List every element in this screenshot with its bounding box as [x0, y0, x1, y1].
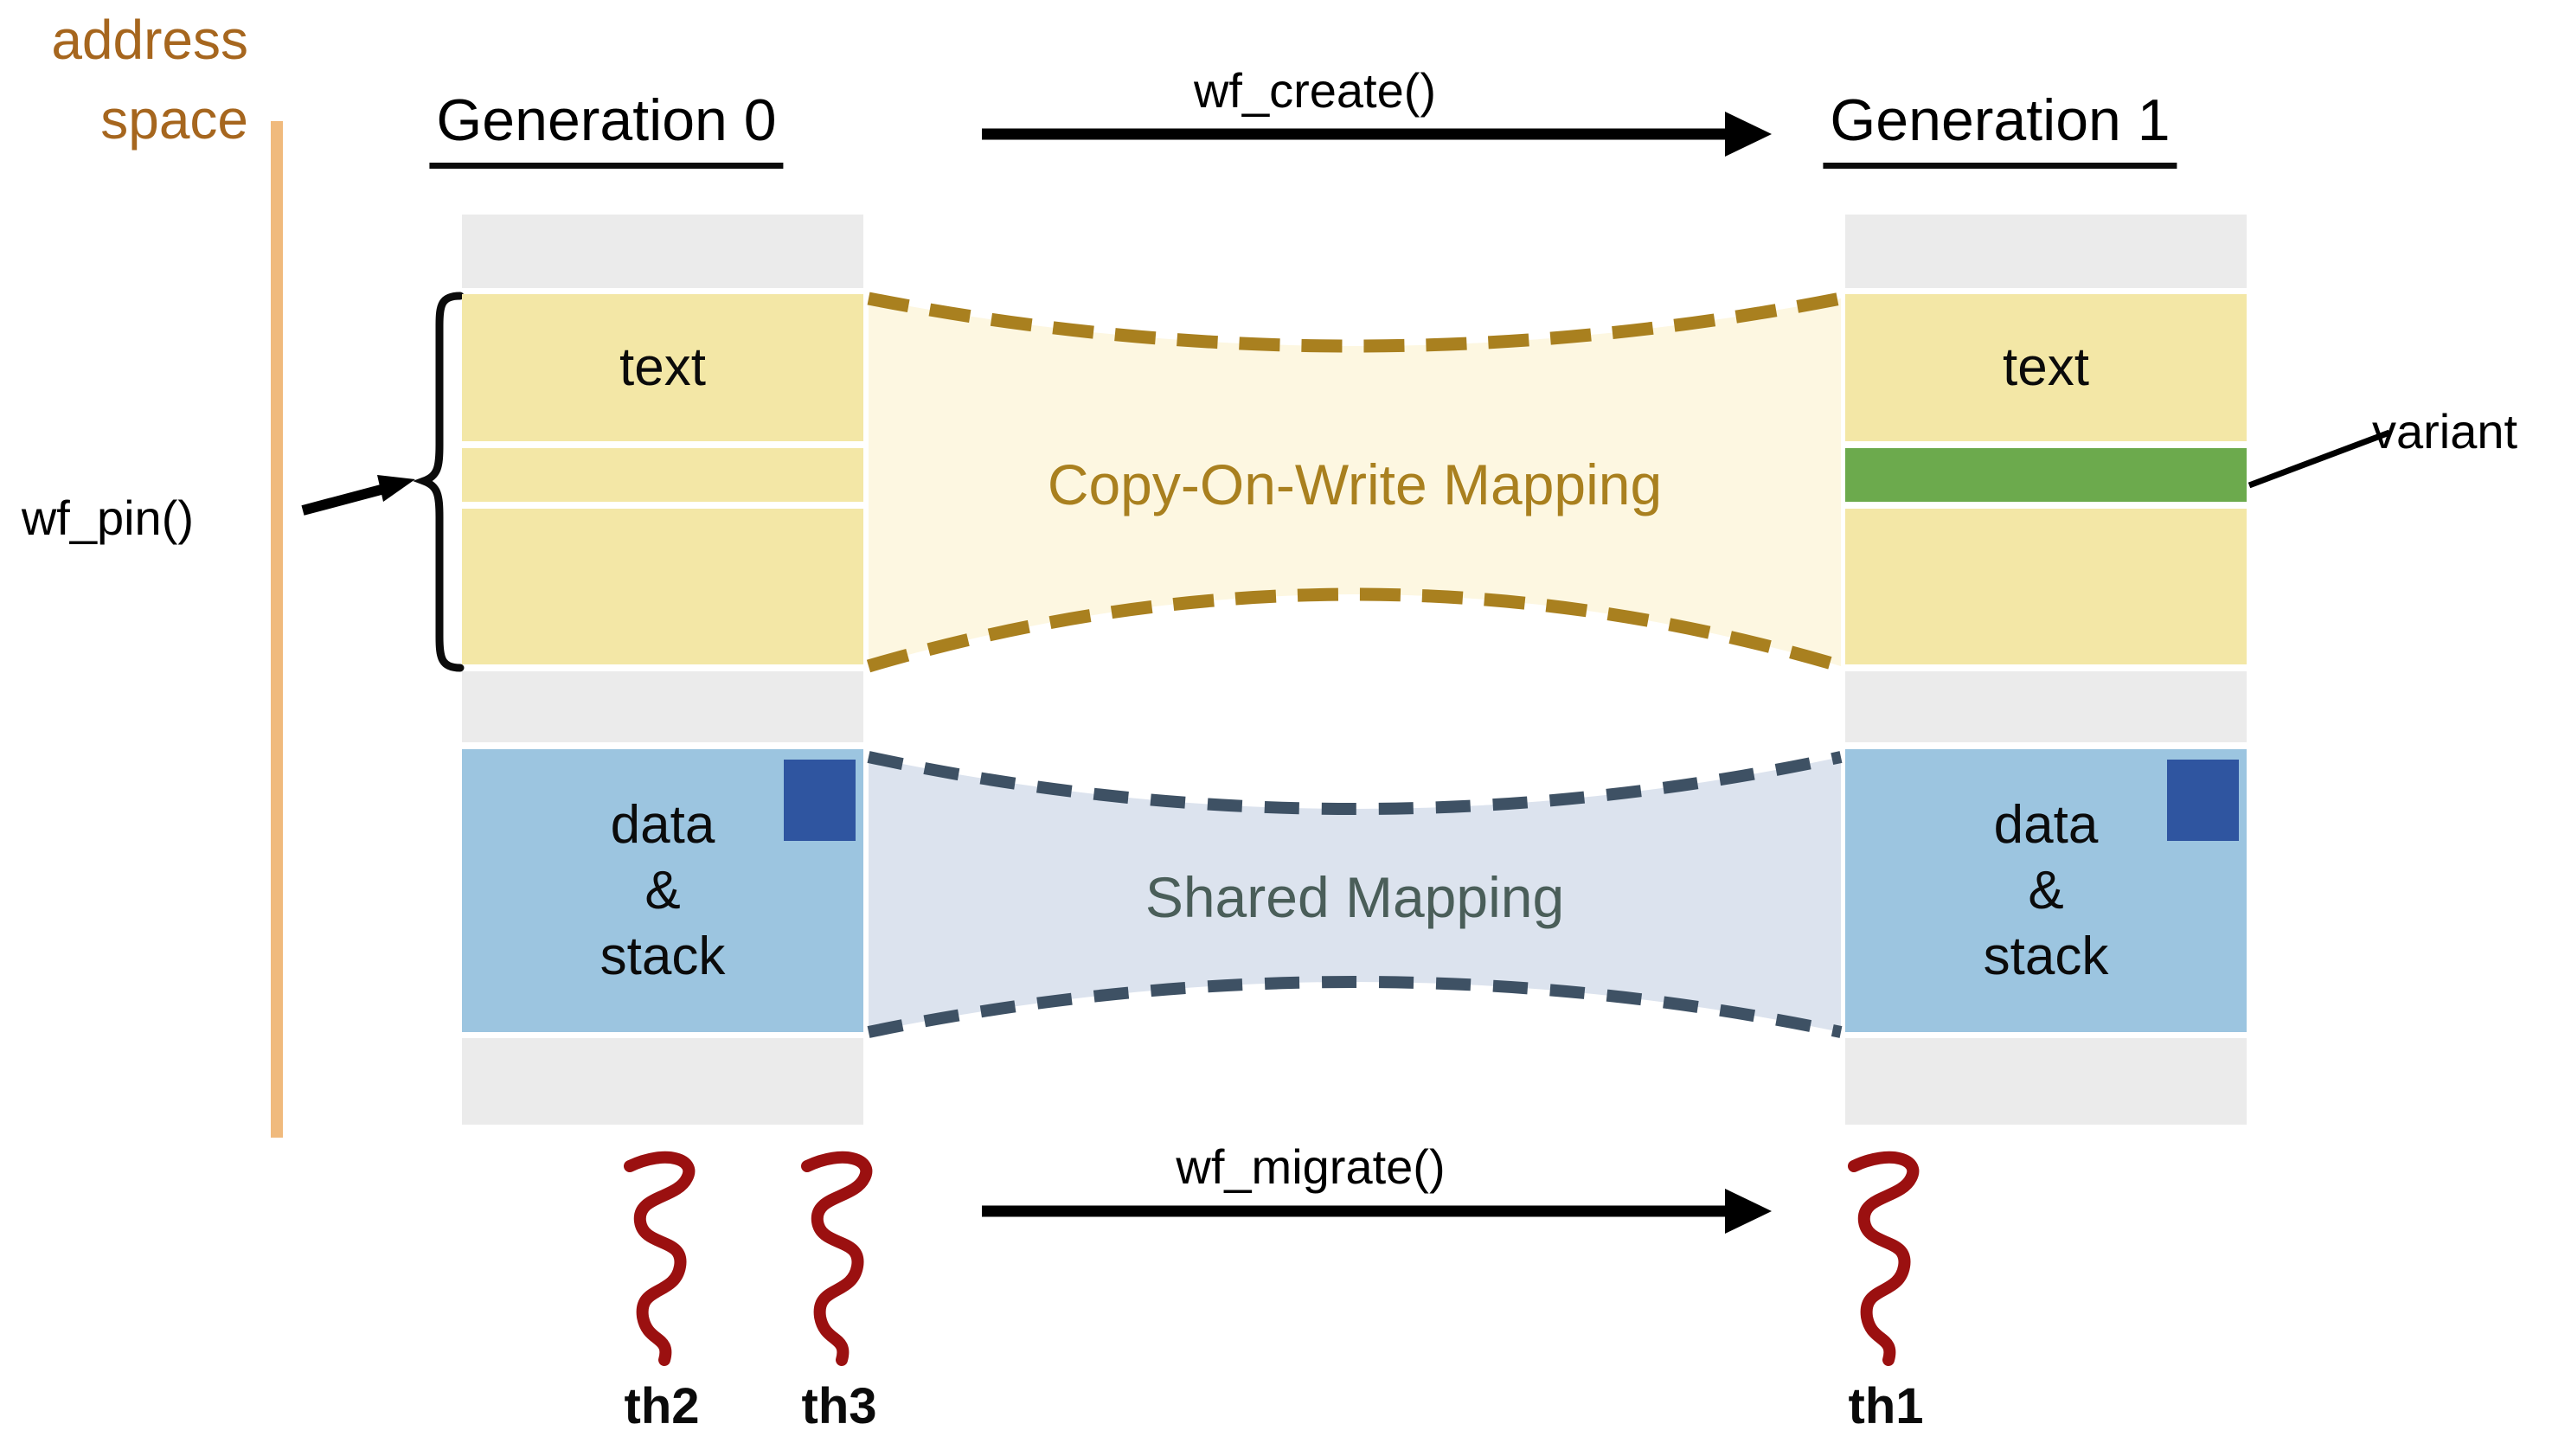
wf-pin-arrow-icon	[301, 475, 415, 516]
gen1-data-stack-segment: data & stack	[1845, 749, 2247, 1032]
gen1-data-stack-label: data & stack	[1983, 794, 2109, 986]
gen0-address-space-column: text data & stack	[462, 0, 863, 1456]
address-space-label: address space	[51, 9, 248, 151]
cow-mapping-region	[866, 292, 1843, 673]
thread-icon-th1	[1848, 1151, 1920, 1366]
gen0-thin-segment	[462, 448, 863, 502]
generation-0-title: Generation 0	[429, 87, 784, 169]
gen1-variant-segment	[1845, 448, 2247, 502]
wf-create-label: wf_create()	[1193, 63, 1437, 118]
wf-migrate-label: wf_migrate()	[1176, 1139, 1446, 1194]
gen1-marker-square	[2167, 760, 2239, 841]
gen0-data-stack-label: data & stack	[600, 794, 726, 986]
gen1-unused-segment-middle	[1845, 671, 2247, 742]
cow-mapping-label: Copy-On-Write Mapping	[1047, 452, 1663, 516]
gen0-unused-segment-bottom	[462, 1038, 863, 1125]
gen1-unused-segment-bottom	[1845, 1038, 2247, 1125]
wf-create-arrow-icon	[982, 112, 1772, 157]
shared-bottom-dashed-border	[867, 976, 1843, 1038]
shared-region-fill	[869, 757, 1841, 1032]
gen1-address-space-column: text data & stack	[1845, 0, 2247, 1456]
gen1-text-segment: text	[1845, 294, 2247, 441]
wf-pin-label: wf_pin()	[21, 491, 194, 545]
gen1-lower-yellow-segment	[1845, 509, 2247, 664]
thread-label-th3: th3	[801, 1378, 877, 1434]
generation-1-title: Generation 1	[1823, 87, 2177, 169]
gen0-text-segment: text	[462, 294, 863, 441]
gen0-text-segment-label: text	[619, 337, 706, 397]
gen0-marker-square	[784, 760, 856, 841]
cow-top-dashed-border	[867, 292, 1843, 353]
cow-bottom-dashed-border	[866, 587, 1843, 673]
gen1-text-segment-label: text	[2003, 337, 2089, 397]
shared-top-dashed-border	[867, 751, 1843, 815]
variant-pointer-line	[2247, 429, 2391, 489]
gen0-unused-segment-top	[462, 215, 863, 288]
brace-icon	[413, 292, 465, 672]
variant-label: variant	[2372, 404, 2518, 459]
shared-mapping-region	[867, 751, 1843, 1038]
gen1-unused-segment-top	[1845, 215, 2247, 288]
thread-label-th1: th1	[1848, 1378, 1924, 1434]
gen0-data-stack-segment: data & stack	[462, 749, 863, 1032]
cow-region-fill	[869, 298, 1841, 666]
shared-mapping-label: Shared Mapping	[1145, 865, 1565, 929]
gen0-unused-segment-middle	[462, 671, 863, 742]
thread-icon-th2	[624, 1151, 696, 1366]
address-space-axis-line	[271, 121, 283, 1138]
thread-icons	[624, 1151, 1920, 1366]
thread-icon-th3	[801, 1151, 873, 1366]
gen0-lower-yellow-segment	[462, 509, 863, 664]
thread-label-th2: th2	[624, 1378, 700, 1434]
wf-migrate-arrow-icon	[982, 1189, 1772, 1234]
